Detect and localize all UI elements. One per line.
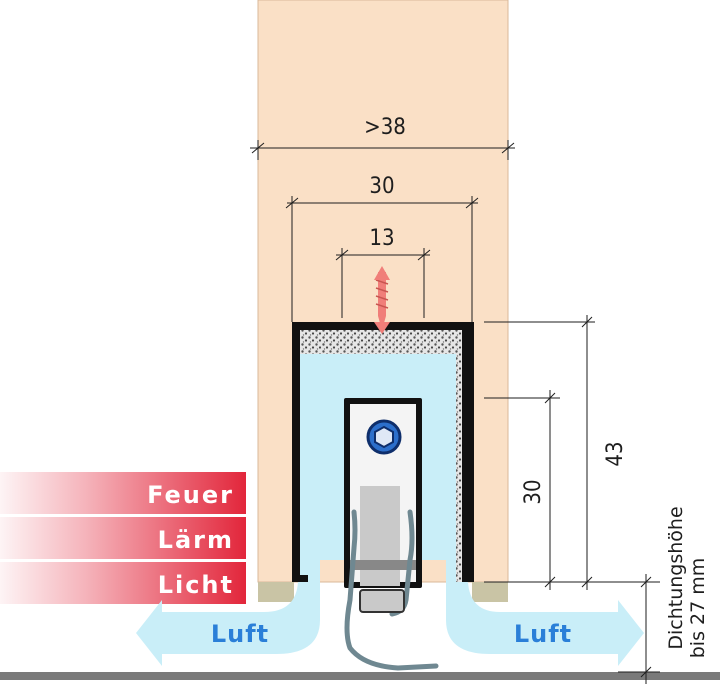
label-luft-right: Luft — [514, 620, 572, 648]
mechanism-slot — [360, 486, 400, 586]
dimension-lines — [250, 140, 660, 684]
screw-icon — [374, 266, 390, 334]
seal-note-line1: Dichtungshöhe — [665, 506, 687, 649]
dim-profile-width: 30 — [369, 174, 394, 199]
seal-lip — [344, 509, 439, 671]
label-feuer: Feuer — [147, 481, 234, 509]
dim-seal-height: 30 — [521, 479, 546, 504]
seal-note-line2: bis 27 mm — [687, 558, 709, 659]
property-bands — [0, 472, 246, 604]
dim-screw-spacing: 13 — [369, 226, 394, 251]
label-laerm: Lärm — [158, 526, 234, 554]
mechanism-rail — [350, 560, 416, 570]
label-luft-left: Luft — [211, 620, 269, 648]
seal-foot — [359, 589, 405, 613]
band-feuer — [0, 472, 246, 514]
door-foot-left — [258, 582, 294, 602]
dim-profile-height: 43 — [603, 441, 628, 466]
profile-lip-left — [300, 575, 308, 582]
foam-top — [300, 330, 468, 354]
dim-door-thickness: >38 — [364, 115, 406, 140]
hex-screw-icon — [366, 419, 402, 455]
band-licht — [0, 562, 246, 604]
band-laerm — [0, 517, 246, 559]
label-licht: Licht — [158, 571, 234, 599]
floor — [0, 672, 720, 680]
door-foot-right — [472, 582, 508, 602]
